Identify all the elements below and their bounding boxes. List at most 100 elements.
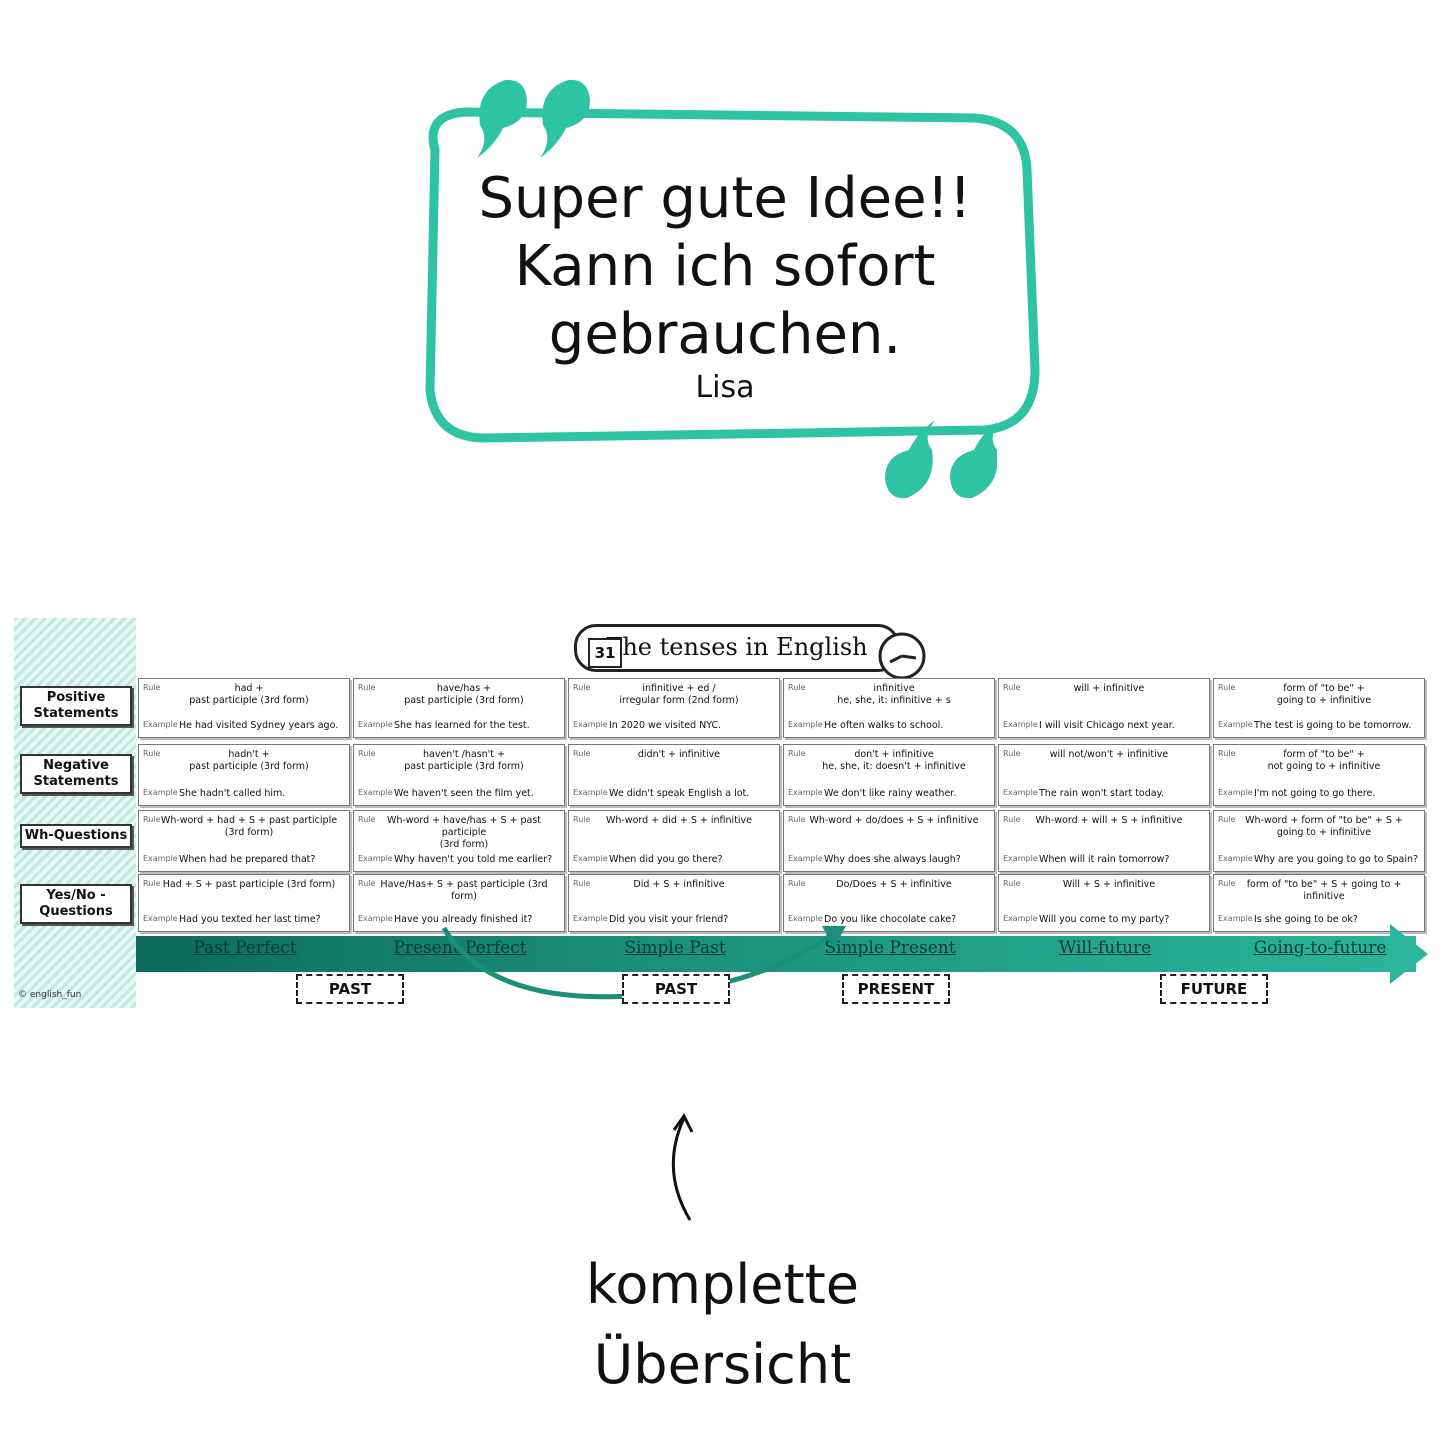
close-quote-icon: [885, 420, 997, 499]
rule-text: Wh-word + did + S + infinitive: [605, 815, 753, 826]
rule-label: Rule: [358, 683, 376, 692]
rule-text: infinitive he, she, it: infinitive + s: [837, 683, 951, 706]
rule-label: Rule: [1218, 815, 1236, 824]
example-label: Example: [1218, 914, 1253, 923]
rule-text: Wh-word + form of "to be" + S + going to…: [1245, 815, 1403, 838]
example-label: Example: [573, 914, 608, 923]
tense-cell: Rule have/has + past participle (3rd form…: [353, 678, 565, 738]
rule-label: Rule: [143, 749, 161, 758]
rule-text: didn't + infinitive: [637, 749, 721, 760]
rule-label: Rule: [573, 749, 591, 758]
example-text: She hadn't called him.: [179, 788, 286, 799]
rule-label: Rule: [143, 683, 161, 692]
example-label: Example: [788, 914, 823, 923]
example-text: He had visited Sydney years ago.: [179, 720, 339, 731]
quote-line-3: gebrauchen.: [548, 302, 902, 367]
example-label: Example: [788, 720, 823, 729]
tense-label: Simple Past: [624, 938, 726, 958]
example-text: Had you texted her last time?: [179, 914, 321, 925]
rule-label: Rule: [1003, 749, 1021, 758]
example-label: Example: [1003, 720, 1038, 729]
period-future: FUTURE: [1160, 974, 1268, 1004]
tenses-overview: Positive Statements Negative Statements …: [14, 618, 1430, 1013]
example-text: Why does she always laugh?: [824, 854, 961, 865]
rule-text: haven't /hasn't + past participle (3rd f…: [404, 749, 524, 772]
overview-title: The tenses in English: [574, 624, 900, 672]
example-text: Will you come to my party?: [1039, 914, 1170, 925]
hand-arrow-icon: [671, 1113, 694, 1221]
rule-label: Rule: [1003, 815, 1021, 824]
example-label: Example: [358, 914, 393, 923]
example-label: Example: [788, 788, 823, 797]
tense-cell: Rule Wh-word + have/has + S + past partic…: [353, 810, 565, 872]
example-text: The test is going to be tomorrow.: [1254, 720, 1412, 731]
example-text: He often walks to school.: [824, 720, 944, 731]
example-text: I'm not going to go there.: [1254, 788, 1376, 799]
timeline-arrow-icon: [1390, 924, 1428, 984]
rule-label: Rule: [573, 879, 591, 888]
quote-text: Super gute Idee!! Kann ich sofort gebrau…: [395, 165, 1055, 369]
rule-text: hadn't + past participle (3rd form): [189, 749, 309, 772]
clock-icon: [878, 632, 926, 680]
rule-text: Wh-word + had + S + past participle (3rd…: [160, 815, 338, 838]
rule-text: Wh-word + will + S + infinitive: [1035, 815, 1183, 826]
example-text: When had he prepared that?: [179, 854, 316, 865]
example-text: In 2020 we visited NYC.: [609, 720, 722, 731]
tense-cell: Rule infinitive he, she, it: infinitive +…: [783, 678, 995, 738]
period-present: PRESENT: [842, 974, 950, 1004]
rule-text: will + infinitive: [1073, 683, 1145, 694]
rule-text: have/has + past participle (3rd form): [404, 683, 524, 706]
rule-label: Rule: [1218, 879, 1236, 888]
example-text: Do you like chocolate cake?: [824, 914, 957, 925]
rule-text: Have/Has+ S + past participle (3rd form): [380, 879, 548, 902]
example-label: Example: [573, 720, 608, 729]
tense-label: Simple Present: [824, 938, 956, 958]
rule-label: Rule: [573, 815, 591, 824]
rule-text: infinitive + ed / irregular form (2nd fo…: [619, 683, 739, 706]
example-label: Example: [143, 914, 178, 923]
example-label: Example: [358, 720, 393, 729]
rule-label: Rule: [1218, 749, 1236, 758]
row-label-panel: Positive Statements Negative Statements …: [14, 618, 136, 1008]
example-text: Did you visit your friend?: [609, 914, 729, 925]
example-text: She has learned for the test.: [394, 720, 530, 731]
quote-line-2: Kann ich sofort: [514, 234, 936, 299]
example-label: Example: [1003, 788, 1038, 797]
example-text: I will visit Chicago next year.: [1039, 720, 1175, 731]
rule-label: Rule: [788, 683, 806, 692]
period-past-1: PAST: [296, 974, 404, 1004]
example-text: Have you already finished it?: [394, 914, 533, 925]
tense-cell: Rule Wh-word + form of "to be" + S + goin…: [1213, 810, 1425, 872]
quote-author: Lisa: [695, 370, 755, 405]
example-label: Example: [573, 854, 608, 863]
row-label-negative: Negative Statements: [20, 754, 132, 794]
rule-text: Wh-word + have/has + S + past participle…: [386, 815, 542, 850]
row-label-wh: Wh-Questions: [20, 824, 132, 848]
example-label: Example: [1218, 788, 1253, 797]
rule-label: Rule: [788, 749, 806, 758]
row-label-yesno: Yes/No - Questions: [20, 884, 132, 924]
example-text: When will it rain tomorrow?: [1039, 854, 1170, 865]
example-text: We haven't seen the film yet.: [394, 788, 534, 799]
example-text: When did you go there?: [609, 854, 723, 865]
rule-label: Rule: [143, 879, 161, 888]
rule-text: don't + infinitive he, she, it: doesn't …: [822, 749, 966, 772]
example-text: Is she going to be ok?: [1254, 914, 1358, 925]
example-label: Example: [1003, 914, 1038, 923]
example-label: Example: [143, 854, 178, 863]
rule-label: Rule: [358, 815, 376, 824]
